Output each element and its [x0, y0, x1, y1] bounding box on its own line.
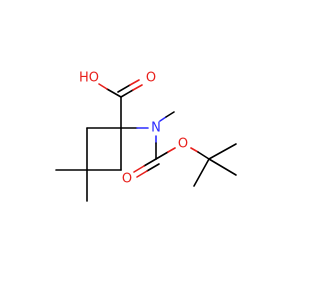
ester-to-tbutyl-bond-o: [190, 147, 199, 153]
carbamate-ester-bond-o: [167, 147, 176, 153]
cyclobutane-ring: [86, 127, 122, 171]
carboxylic-acid-group: HO O: [79, 71, 156, 129]
nitrogen-label: N: [151, 121, 161, 136]
carbamate-co-bond-o1: [133, 165, 145, 173]
boc-carbamate-group: O O: [122, 137, 237, 187]
carbamate-carbonyl-oxygen-label: O: [122, 172, 132, 187]
carbamate-co-bond-c1: [143, 158, 157, 167]
acid-co-bond-c2: [117, 84, 131, 93]
tbutyl-methyl-up: [208, 143, 237, 160]
tbutyl-methyl-right: [208, 158, 237, 176]
n-methyl-bond-n: [159, 116, 167, 122]
ester-to-tbutyl-bond-c: [197, 151, 210, 160]
n-methyl-amine-group: N: [120, 111, 175, 160]
acid-co-bond-o1: [132, 84, 143, 91]
acid-oh-bond-o: [98, 83, 108, 90]
n-methyl-bond-c: [165, 111, 175, 118]
carbonyl-oxygen-label: O: [146, 71, 156, 86]
acid-co-bond-c1: [120, 89, 134, 98]
ester-oxygen-label: O: [178, 137, 188, 152]
tbutyl-methyl-down: [193, 158, 210, 187]
gem-dimethyl-group: [55, 169, 88, 202]
carbamate-co-bond-c2: [146, 163, 160, 172]
hydroxyl-label: HO: [79, 71, 99, 86]
carbamate-ester-bond-c: [155, 151, 169, 160]
chemical-structure-diagram: HO O N O O: [55, 71, 237, 202]
acid-oh-bond-c: [106, 88, 122, 98]
acid-co-bond-o2: [129, 79, 140, 86]
carbamate-co-bond-o2: [136, 170, 148, 178]
